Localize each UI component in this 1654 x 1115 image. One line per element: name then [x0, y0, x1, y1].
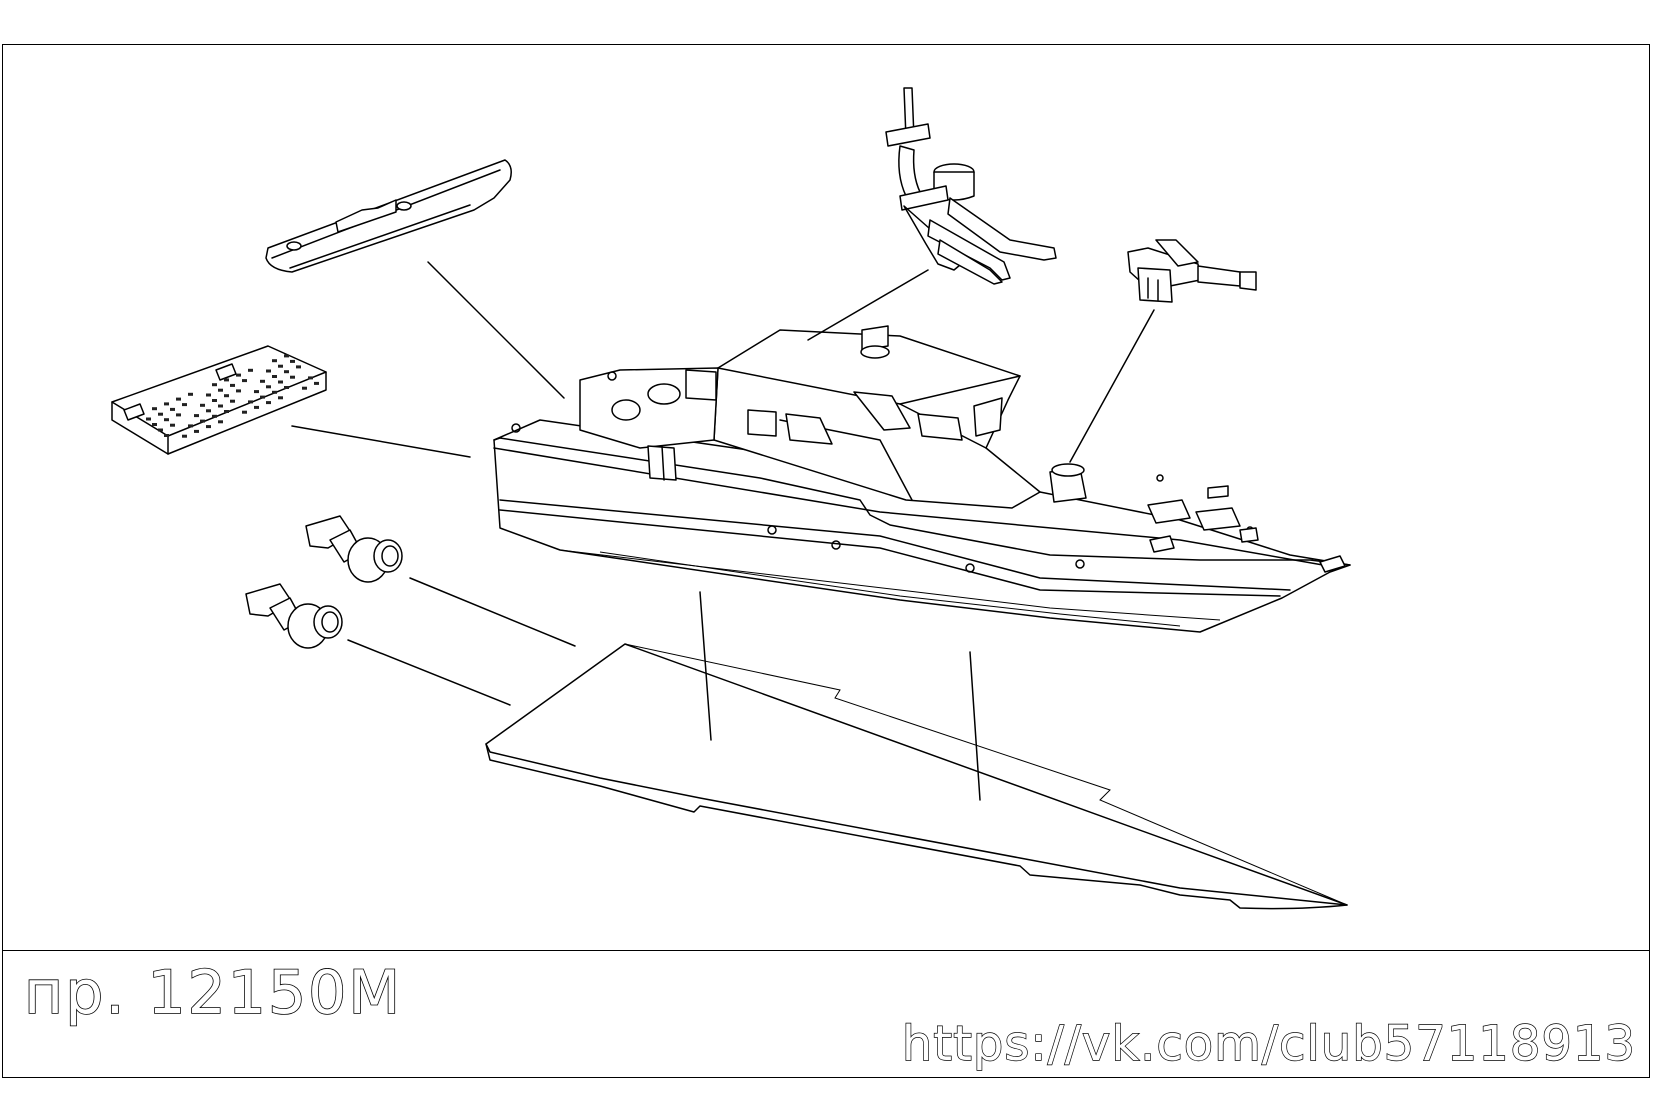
grating-hole: [272, 390, 277, 394]
grating-hole: [176, 397, 181, 401]
grating-hole: [224, 378, 229, 382]
source-link[interactable]: https://vk.com/club57118913: [901, 1015, 1636, 1072]
grating-hole: [212, 383, 217, 387]
mast: [885, 87, 1057, 285]
inflatable-boat: [265, 159, 512, 273]
title-block-divider: [2, 950, 1650, 951]
grating-hole: [266, 385, 271, 389]
grating-hole: [146, 417, 151, 421]
grating-hole: [254, 390, 259, 394]
grating-hole: [164, 402, 169, 406]
grating-hole: [224, 394, 229, 398]
grating-hole: [164, 434, 169, 437]
grating-hole: [164, 418, 169, 422]
grating-hole: [230, 383, 235, 387]
grating-hole: [158, 428, 163, 432]
grating-hole: [170, 407, 175, 411]
grating-hole: [296, 365, 301, 369]
grating-hole: [236, 389, 241, 393]
grating-hole: [278, 396, 283, 400]
grating-hole: [242, 379, 247, 383]
grating-hole: [308, 376, 313, 380]
grating-hole: [212, 414, 217, 418]
grating-hole: [200, 403, 205, 407]
grating-hole: [242, 410, 247, 414]
grating-hole: [248, 368, 253, 372]
grating-hole: [266, 401, 271, 405]
grating-hole: [290, 375, 295, 379]
grating-hole: [218, 420, 223, 424]
grating-hole: [158, 412, 163, 416]
grating-hole: [206, 425, 211, 429]
grating-hole: [176, 413, 181, 417]
grating-hole: [152, 423, 157, 426]
grating-hole: [272, 359, 277, 363]
grating-hole: [182, 403, 187, 407]
grating-hole: [260, 395, 265, 399]
grating-hole: [278, 364, 283, 368]
deck-grating: [111, 345, 327, 455]
hull: [493, 325, 1351, 633]
grating-hole: [206, 409, 211, 413]
grating-hole: [314, 381, 319, 385]
bottom-plate: [485, 643, 1348, 910]
grating-hole: [230, 399, 235, 403]
grating-hole: [212, 399, 217, 402]
grating-hole: [290, 359, 295, 363]
grating-hole: [260, 379, 265, 383]
grating-hole: [218, 404, 223, 408]
project-title: пр. 12150М: [23, 957, 403, 1029]
grating-hole: [302, 386, 307, 390]
grating-hole: [236, 373, 241, 377]
grating-hole: [206, 393, 211, 397]
grating-hole: [170, 423, 175, 427]
grating-hole: [248, 400, 253, 404]
water-jet-port: [305, 515, 403, 583]
grating-hole: [284, 370, 289, 374]
grating-hole: [218, 388, 223, 392]
grating-hole: [224, 410, 229, 413]
drawing-frame: [2, 44, 1650, 1078]
machine-gun-mount: [1127, 239, 1257, 303]
grating-hole: [284, 386, 289, 389]
grating-hole: [188, 392, 193, 396]
grating-hole: [194, 429, 199, 433]
grating-hole: [284, 354, 289, 358]
assembly-leader-lines: [291, 261, 1155, 801]
grating-hole: [272, 375, 277, 378]
grating-hole: [152, 407, 157, 411]
grating-hole: [182, 434, 187, 438]
grating-hole: [278, 380, 283, 384]
water-jet-starboard: [245, 583, 343, 649]
grating-hole: [200, 419, 205, 423]
grating-hole: [266, 369, 271, 373]
grating-hole: [188, 424, 193, 428]
grating-hole: [194, 414, 199, 418]
grating-hole: [254, 405, 259, 409]
